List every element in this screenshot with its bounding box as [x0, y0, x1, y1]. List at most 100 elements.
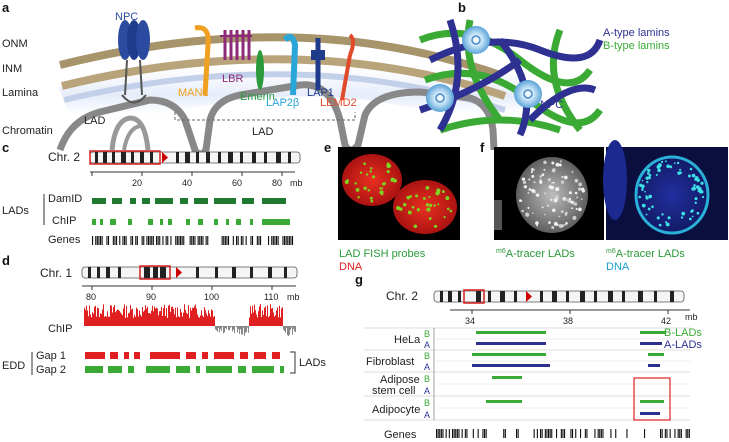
tracer-dot — [571, 170, 574, 173]
tracer-dot — [694, 201, 697, 204]
chip-signal-bar — [246, 326, 247, 333]
chip-signal-bar — [241, 326, 242, 335]
tracer-dot — [547, 178, 551, 182]
lad-bars — [472, 331, 666, 415]
chip-signal-bar — [113, 307, 114, 326]
tracer-dot — [521, 209, 524, 213]
gene-mark — [599, 429, 601, 438]
gene-mark — [285, 236, 287, 245]
tracer-dot — [665, 221, 668, 224]
lemd2-protein — [340, 33, 355, 101]
chip-signal-bar — [236, 326, 237, 328]
chip-signal-bar — [152, 305, 153, 326]
chip-signal-bar — [232, 326, 233, 332]
tracer-dot — [528, 178, 531, 181]
gene-mark — [268, 236, 270, 245]
chip-signal-bar — [239, 326, 240, 335]
chip-signal-bar — [183, 312, 184, 326]
tracer-dot — [527, 206, 530, 209]
gene-mark — [199, 236, 201, 245]
chip-signal-bar — [107, 311, 108, 326]
chip-signal-bar — [170, 311, 171, 326]
chip-signal-bar — [266, 316, 267, 326]
tracer-dot — [656, 216, 660, 220]
fish-dot — [389, 164, 392, 167]
fish-dot — [381, 187, 384, 190]
tracer-dot — [550, 198, 553, 201]
caption-f-right-2: DNA — [606, 261, 630, 273]
fish-dot — [379, 187, 382, 190]
chip-signal-bar — [157, 308, 158, 326]
tracer-dot — [661, 213, 664, 216]
tracer-dot — [651, 205, 654, 209]
chip-signal-bar — [103, 304, 104, 326]
chip-signal-bar — [149, 313, 150, 326]
chip-signal-bar — [90, 314, 91, 326]
fish-dot — [370, 199, 374, 203]
chip-signal-bar — [268, 317, 269, 326]
chip-signal-bar — [222, 326, 223, 327]
chip-signal-bar — [270, 304, 271, 326]
fish-dot — [359, 171, 363, 174]
chromatin-fiber — [56, 81, 498, 158]
chip-signal-bar — [136, 307, 137, 326]
gene-mark — [149, 236, 151, 245]
chip-signal-bar — [229, 326, 230, 331]
chip-signal-bar — [237, 326, 238, 333]
tracer-dot — [580, 198, 583, 201]
chip-signal-bar — [226, 326, 227, 330]
chip-signal-bar — [145, 305, 146, 326]
chip-signal-bar — [115, 312, 116, 326]
legend-b-lads: B-LADs — [664, 327, 702, 339]
tracer-dot — [559, 160, 562, 163]
gene-mark — [152, 236, 154, 245]
tracer-dot — [681, 211, 686, 216]
tracer-dot — [696, 211, 700, 215]
chip-signal-bar — [259, 306, 260, 326]
tracer-dot — [525, 212, 530, 217]
chip-signal-bar — [206, 313, 207, 326]
panel-b: b A-type lamins B-type lamins NPC — [418, 0, 670, 137]
gene-mark — [162, 236, 164, 245]
chip-signal-bar — [249, 317, 250, 326]
chip-signal-bar — [256, 314, 257, 326]
gene-mark — [464, 429, 466, 438]
tracer-dot — [673, 162, 676, 165]
gene-mark — [274, 236, 276, 245]
tracer-dot — [527, 192, 530, 194]
fish-dot — [357, 196, 360, 199]
chip-signal-bar — [120, 312, 121, 326]
panel-g: g Chr. 2 34 38 42 mb — [355, 272, 702, 441]
man1-label: MAN1 — [178, 87, 209, 99]
unit-c: mb — [290, 178, 303, 188]
gene-mark — [680, 429, 682, 438]
tracer-dot — [677, 171, 681, 175]
gene-mark — [232, 236, 234, 245]
tracer-dot — [551, 161, 555, 165]
chip-signal-bar — [286, 326, 287, 328]
tracer-dot — [548, 185, 553, 189]
chromosome-label-d: Chr. 1 — [40, 266, 72, 280]
lap1-head — [311, 50, 325, 60]
fish-dot — [416, 208, 420, 212]
fish-dot — [441, 190, 445, 193]
gene-mark — [570, 429, 572, 438]
chip-signal-bar — [194, 306, 195, 326]
fish-dot — [363, 186, 367, 191]
tracer-dot — [551, 181, 554, 184]
chip-signal-bar — [264, 307, 265, 326]
tracer-dot — [569, 199, 572, 202]
gene-mark — [242, 236, 244, 245]
chip-signal-bar — [101, 313, 102, 326]
chip-signal-bar — [238, 326, 239, 330]
tracer-dot — [698, 190, 702, 194]
layer-label-lamina: Lamina — [2, 87, 39, 99]
tracer-dot — [641, 187, 644, 190]
chip-signal-bar — [147, 306, 148, 326]
gene-mark — [125, 236, 127, 245]
tick-d-100: 100 — [204, 292, 219, 302]
lad-inner-label: LAD — [84, 115, 105, 127]
fish-dot — [382, 182, 386, 186]
gene-mark — [191, 236, 193, 245]
tracer-dot — [521, 177, 526, 181]
